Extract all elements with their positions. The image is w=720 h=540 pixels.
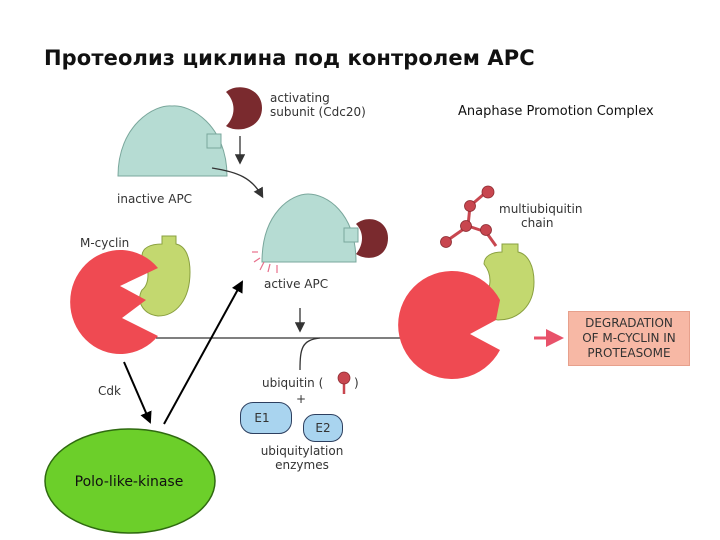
inactive-apc-label: inactive APC [117, 192, 193, 206]
right-cdk-shape [398, 271, 500, 379]
polo-like-kinase-shape [44, 428, 216, 534]
arrow-ubiquitin-join [299, 337, 321, 371]
inactive-apc-shape [117, 105, 228, 177]
cdc20-shape [226, 87, 262, 130]
arrow-polo-to-active-apc [163, 280, 243, 425]
multiubiquitin-label: multiubiquitin chain [499, 202, 582, 230]
degradation-line2: OF M-CYCLIN IN [582, 331, 676, 345]
activating-subunit-line2: subunit (Cdc20) [270, 105, 366, 119]
cdk-shape [70, 250, 158, 354]
degradation-line1: DEGRADATION [585, 316, 673, 330]
m-cyclin-shape [139, 235, 191, 317]
active-apc-label: active APC [264, 277, 329, 291]
active-apc-shape [252, 193, 388, 273]
arrow-to-active-apc [211, 167, 264, 199]
ubiquitin-beads [440, 185, 495, 248]
cdk-label: Cdk [98, 384, 121, 398]
plus-sign: + [296, 392, 307, 406]
m-cyclin-label: M-cyclin [80, 236, 130, 250]
arrow-cdk-to-polo [123, 361, 152, 424]
e2-enzyme: E2 [303, 414, 343, 442]
degradation-line3: PROTEASOME [587, 346, 671, 360]
apc-full-name: Anaphase Promotion Complex [458, 104, 654, 119]
ubiquitylation-line2: enzymes [275, 458, 329, 472]
ubiquitin-icon [337, 371, 351, 394]
ubiquitin-paren: ) [354, 376, 359, 390]
multiubiquitin-line2: chain [521, 216, 554, 230]
degradation-box: DEGRADATION OF M-CYCLIN IN PROTEASOME [568, 311, 690, 366]
multiubiquitin-line1: multiubiquitin [499, 202, 583, 216]
activating-subunit-line1: activating [270, 91, 330, 105]
polo-like-kinase-label: Polo-like-kinase [74, 474, 184, 490]
activating-subunit-label: activating subunit (Cdc20) [270, 91, 366, 119]
ubiquitylation-enzymes-label: ubiquitylation enzymes [254, 444, 350, 472]
ubiquitylation-line1: ubiquitylation [260, 444, 344, 458]
ubiquitin-label: ubiquitin ( [262, 376, 324, 390]
e1-enzyme: E1 [240, 402, 292, 434]
slide-title: Протеолиз циклина под контролем APC [44, 46, 535, 70]
